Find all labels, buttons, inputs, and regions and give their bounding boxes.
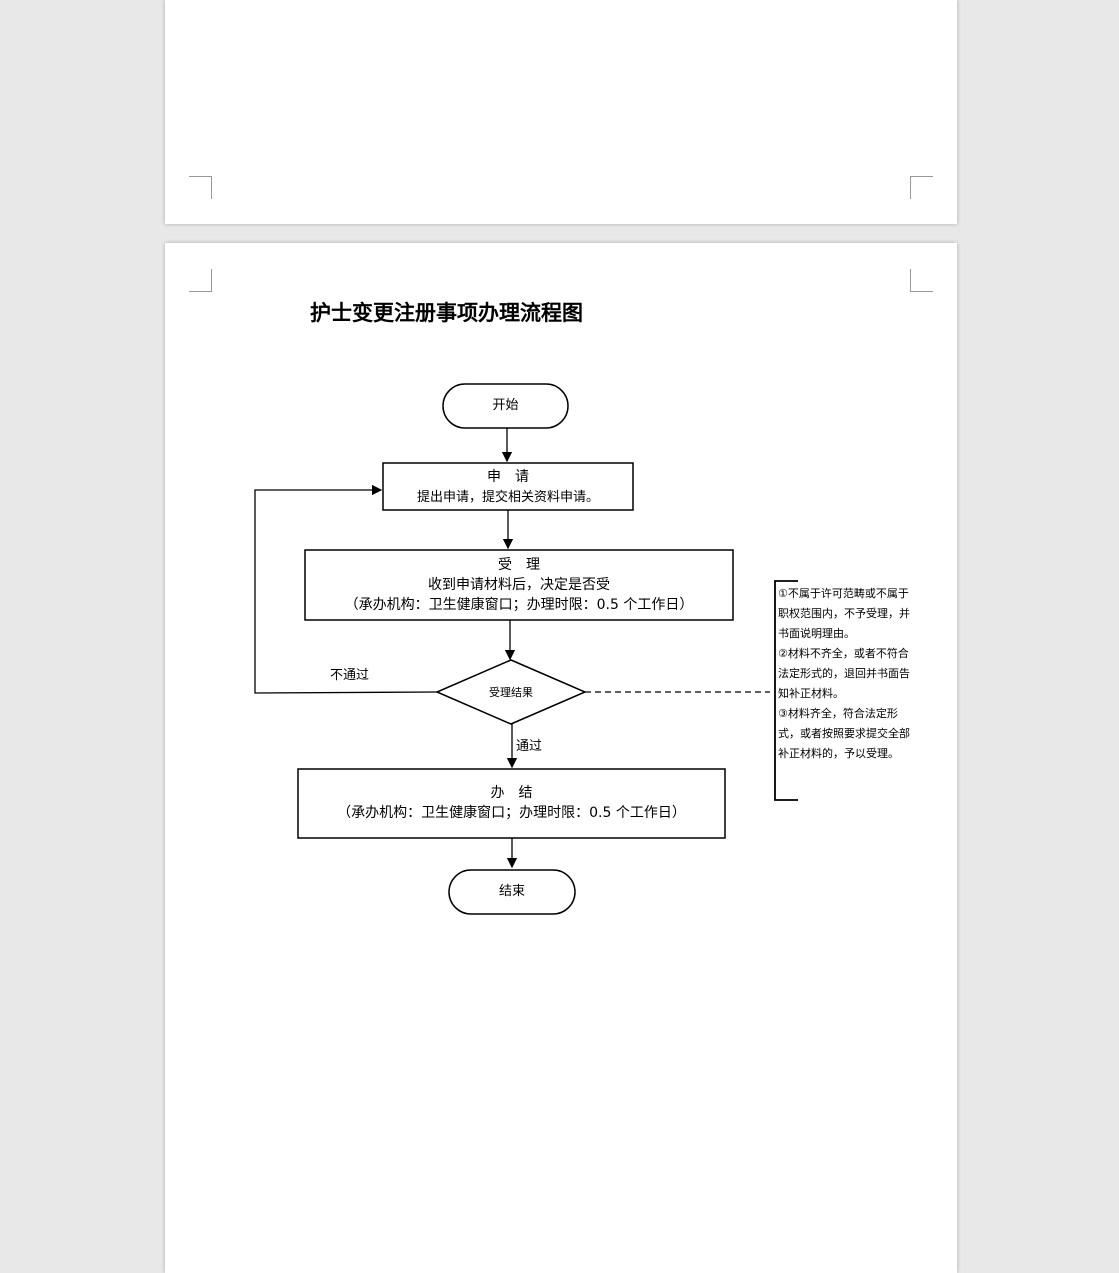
margin-corner-mark [189,269,212,292]
finish-heading: 办 结 [490,785,533,801]
accept-box [304,549,734,621]
decision-diamond [435,659,587,725]
page-1 [165,0,957,224]
accept-agency: （承办机构：卫生健康窗口；办理时限：0.5 个工作日） [344,597,694,613]
end-terminal [448,869,576,915]
rejection-notes: ①不属于许可范畴或不属于职权范围内，不予受理，并书面说明理由。 ②材料不齐全，或… [778,584,918,764]
apply-text: 提出申请，提交相关资料申请。 [416,490,599,503]
note-bracket [774,580,798,801]
end-label: 结束 [498,884,525,899]
accept-text: 收到申请材料后，决定是否受 [428,577,610,593]
start-terminal [442,383,569,429]
fail-label: 不通过 [330,668,370,683]
document-title: 护士变更注册事项办理流程图 [310,300,583,325]
note-item: ②材料不齐全，或者不符合法定形式的，退回并书面告知补正材料。 [778,647,910,700]
finish-agency: （承办机构：卫生健康窗口；办理时限：0.5 个工作日） [337,805,686,821]
apply-heading: 申 请 [487,469,529,485]
margin-corner-mark [910,269,933,292]
note-item: ①不属于许可范畴或不属于职权范围内，不予受理，并书面说明理由。 [778,587,910,640]
margin-corner-mark [189,176,212,199]
start-label: 开始 [492,398,519,413]
pass-label: 通过 [516,739,543,754]
apply-box [382,462,634,511]
margin-corner-mark [910,176,933,199]
accept-heading: 受 理 [498,557,540,573]
fail-loop-line [254,484,438,694]
note-item: ③材料齐全，符合法定形式，或者按照要求提交全部补正材料的，予以受理。 [778,707,910,760]
decision-label: 受理结果 [489,686,533,699]
finish-box [297,768,726,839]
